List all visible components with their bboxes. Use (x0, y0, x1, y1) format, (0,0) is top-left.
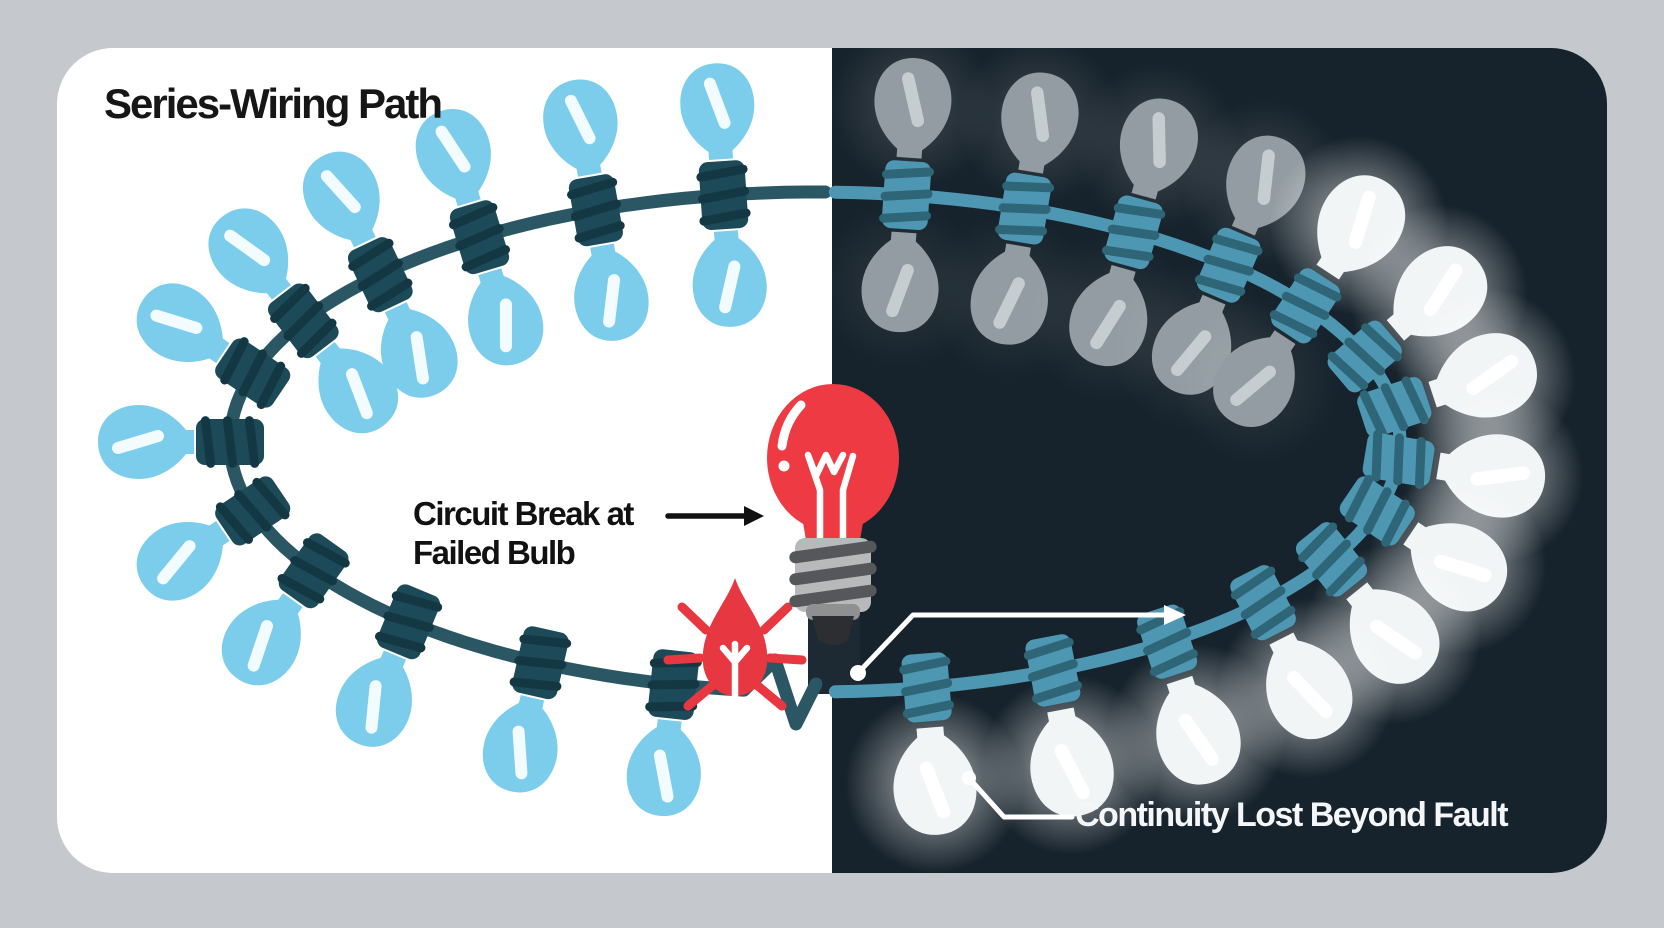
continuity-lost-label: Continuity Lost Beyond Fault (1075, 796, 1509, 834)
circuit-break-label: Circuit Break at Failed Bulb (413, 494, 634, 572)
page-title: Series-Wiring Path (104, 80, 443, 127)
dark-section-background (832, 48, 1607, 873)
circuit-break-label-line1: Circuit Break at (413, 495, 634, 532)
lit-section-background (57, 48, 832, 873)
circuit-break-label-line2: Failed Bulb (413, 534, 576, 571)
